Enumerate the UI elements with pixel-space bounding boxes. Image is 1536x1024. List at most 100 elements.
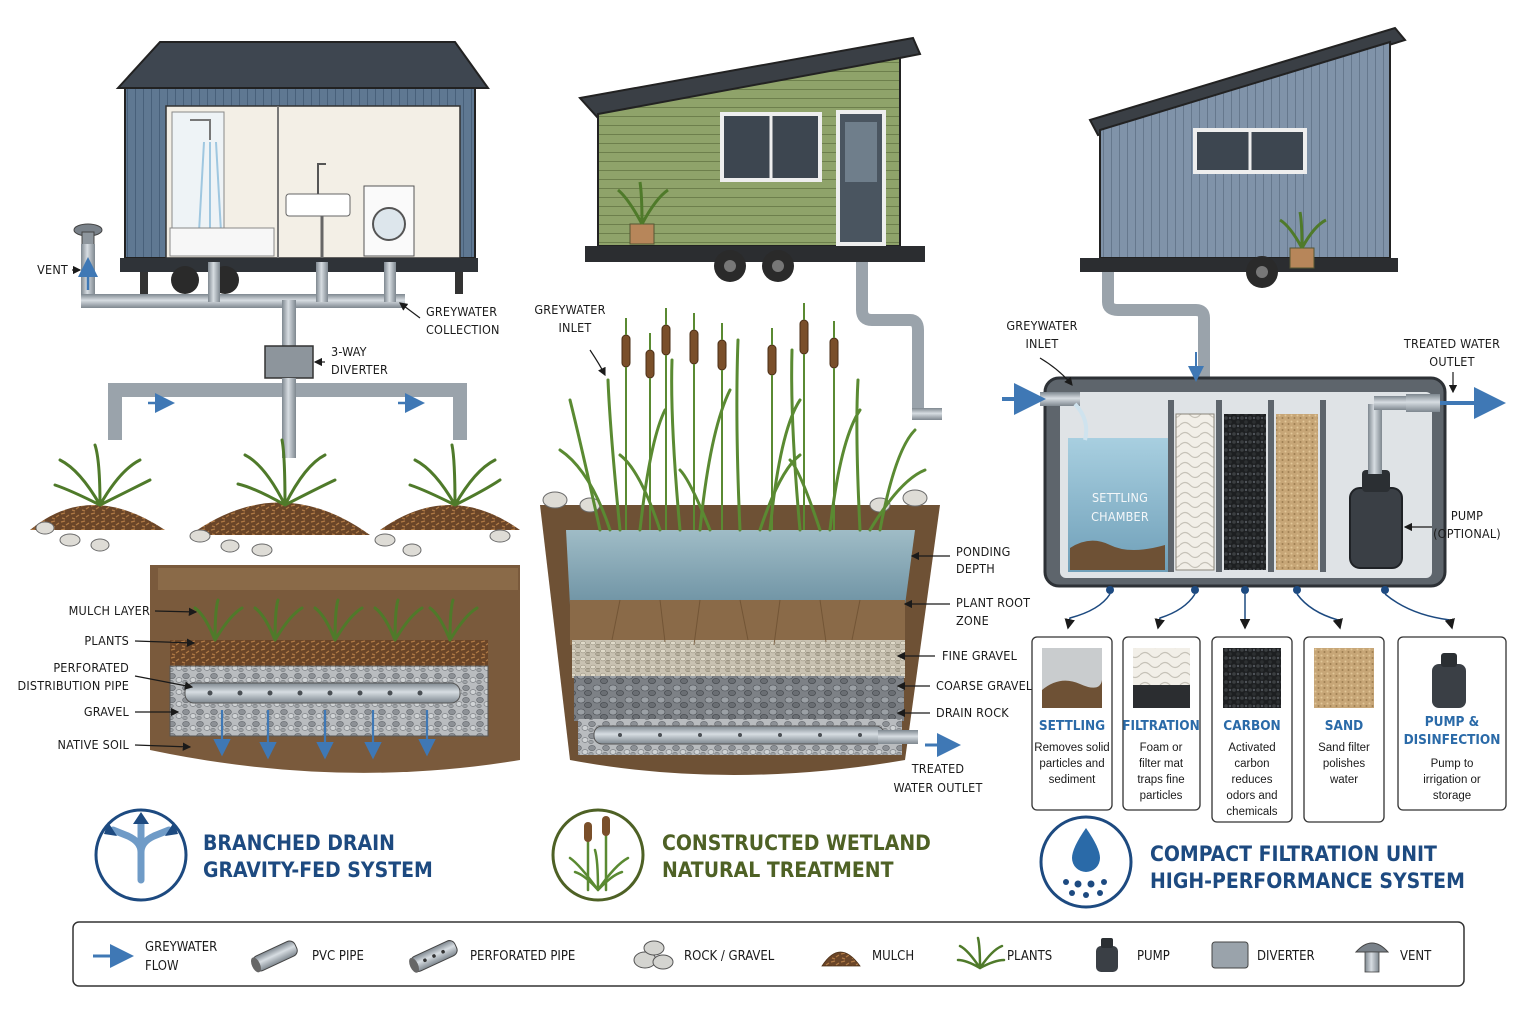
legend-item-greywater-flow: GREYWATER FLOW — [93, 940, 217, 974]
stage-title-disinfection: DISINFECTION — [1404, 732, 1501, 748]
stage-card-filtration: FILTRATION Foam or filter mat traps fine… — [1122, 636, 1201, 811]
legend-label: PVC PIPE — [312, 949, 364, 964]
label-filter-outlet-2: OUTLET — [1429, 354, 1474, 369]
stage-title-sand: SAND — [1325, 718, 1363, 734]
stage-title-settling: SETTLING — [1039, 718, 1105, 734]
pump-icon — [1096, 938, 1118, 972]
branch-arrows-icon — [94, 808, 188, 902]
label-pump-2: (OPTIONAL) — [1433, 526, 1501, 541]
stage-desc: polishes — [1323, 758, 1365, 770]
carbon-filter — [1224, 414, 1266, 570]
label-plants: PLANTS — [84, 633, 129, 648]
stage-title-filtration: FILTRATION — [1122, 718, 1200, 734]
label-settling-1: SETTLING — [1092, 490, 1148, 505]
legend-label: ROCK / GRAVEL — [684, 949, 775, 964]
label-filter-inlet-1: GREYWATER — [1006, 318, 1077, 333]
legend-label: PUMP — [1137, 949, 1170, 964]
label-mulch: MULCH LAYER — [69, 603, 150, 618]
tiny-house-green — [578, 36, 925, 282]
system3-compact-filtration: GREYWATER INLET TREATED WATER OUTLET SET… — [1002, 26, 1507, 909]
surface-plants — [53, 438, 502, 507]
stage-desc: sediment — [1049, 774, 1096, 786]
legend-item-diverter: DIVERTER — [1211, 941, 1315, 969]
stage-desc: particles — [1140, 790, 1183, 802]
label-wetland-outlet-2: WATER OUTLET — [893, 780, 982, 795]
pvc-pipe-icon — [251, 940, 298, 973]
stage-card-sand: SAND Sand filter polishes water — [1303, 636, 1385, 823]
label-root-1: PLANT ROOT — [956, 595, 1030, 610]
legend-label: VENT — [1400, 949, 1432, 964]
pump — [1349, 404, 1403, 569]
mulch-beds — [30, 502, 520, 557]
label-vent: VENT — [37, 262, 68, 277]
system1-branched-drain: VENT GREYWATER COLLECTION 3-WAY DIVERTER… — [18, 41, 520, 902]
stage-desc: Removes solid — [1034, 742, 1109, 754]
legend-label: GREYWATER — [145, 940, 217, 955]
label-diverter-1: 3-WAY — [331, 344, 367, 359]
label-wetland-inlet-2: INLET — [559, 320, 592, 335]
tiny-house-blue-trailer — [1080, 26, 1407, 288]
stage-desc: odors and — [1226, 790, 1277, 802]
legend-label: MULCH — [872, 949, 914, 964]
stage-desc: filter mat — [1139, 758, 1184, 770]
stage-card-settling: SETTLING Removes solid particles and sed… — [1031, 636, 1113, 811]
sand-filter — [1276, 414, 1318, 570]
label-root-2: ZONE — [956, 613, 989, 628]
legend-item-rock-gravel: ROCK / GRAVEL — [633, 940, 775, 970]
label-drain-rock: DRAIN ROCK — [936, 705, 1009, 720]
label-ponding-1: PONDING — [956, 544, 1011, 559]
legend-label: FLOW — [145, 959, 179, 974]
label-fine-gravel: FINE GRAVEL — [942, 648, 1018, 663]
legend-item-vent: VENT — [1354, 942, 1432, 973]
stage-desc: water — [1329, 774, 1358, 786]
legend-item-plants: PLANTS — [956, 936, 1052, 970]
stage-desc: Foam or — [1140, 742, 1183, 754]
label-pump-1: PUMP — [1451, 508, 1483, 523]
system2-title-1: CONSTRUCTED WETLAND — [662, 831, 931, 855]
label-perforated-2: DISTRIBUTION PIPE — [18, 678, 129, 693]
label-filter-outlet-1: TREATED WATER — [1403, 336, 1500, 351]
three-way-diverter — [264, 345, 314, 379]
legend-item-mulch: MULCH — [821, 949, 914, 967]
wetland-plants — [558, 303, 927, 646]
label-native-soil: NATIVE SOIL — [58, 737, 130, 752]
mulch-icon — [821, 951, 861, 967]
foam-filter — [1175, 413, 1215, 571]
cattail-icon — [551, 808, 645, 902]
stage-card-carbon: CARBON Activated carbon reduces odors an… — [1211, 636, 1293, 823]
legend-label: DIVERTER — [1257, 949, 1315, 964]
stage-desc: Pump to — [1431, 758, 1474, 770]
stage-desc: particles and — [1039, 758, 1104, 770]
stage-cards: SETTLING Removes solid particles and sed… — [1031, 636, 1507, 823]
label-collection-2: COLLECTION — [426, 322, 500, 337]
stage-desc: chemicals — [1226, 806, 1277, 818]
stage-card-pump-disinfection: PUMP & DISINFECTION Pump to irrigation o… — [1397, 636, 1507, 811]
legend-label: PERFORATED PIPE — [470, 949, 575, 964]
diverter-icon — [1211, 941, 1249, 969]
plant-icon — [956, 936, 1006, 970]
system1-title-2: GRAVITY-FED SYSTEM — [203, 858, 433, 882]
perforated-distribution-pipe — [184, 682, 461, 704]
label-collection-1: GREYWATER — [426, 304, 497, 319]
stage-desc: Sand filter — [1318, 742, 1370, 754]
stage-desc: traps fine — [1137, 774, 1184, 786]
perforated-pipe-icon — [409, 940, 458, 973]
stage-desc: irrigation or — [1423, 774, 1481, 786]
collection-pipe — [81, 294, 405, 308]
system1-title-1: BRANCHED DRAIN — [203, 831, 395, 855]
vent-icon — [1354, 942, 1390, 973]
filtration-tank — [1002, 352, 1506, 594]
legend-item-perforated-pipe: PERFORATED PIPE — [409, 940, 575, 973]
label-gravel: GRAVEL — [84, 704, 130, 719]
tiny-house-cutaway — [115, 41, 490, 294]
legend-label: PLANTS — [1007, 949, 1052, 964]
label-perforated-1: PERFORATED — [53, 660, 129, 675]
label-ponding-2: DEPTH — [956, 561, 995, 576]
stage-desc: reduces — [1232, 774, 1273, 786]
wetland-basin — [540, 489, 961, 775]
rock-icon — [633, 940, 674, 970]
legend: GREYWATER FLOW PVC PIPE PERFORATED PIPE … — [72, 921, 1465, 987]
system2-constructed-wetland: GREYWATER INLET PONDING DEPTH PLANT ROOT… — [534, 36, 1033, 902]
stage-desc: carbon — [1234, 758, 1269, 770]
water-drop-icon — [1039, 815, 1133, 909]
